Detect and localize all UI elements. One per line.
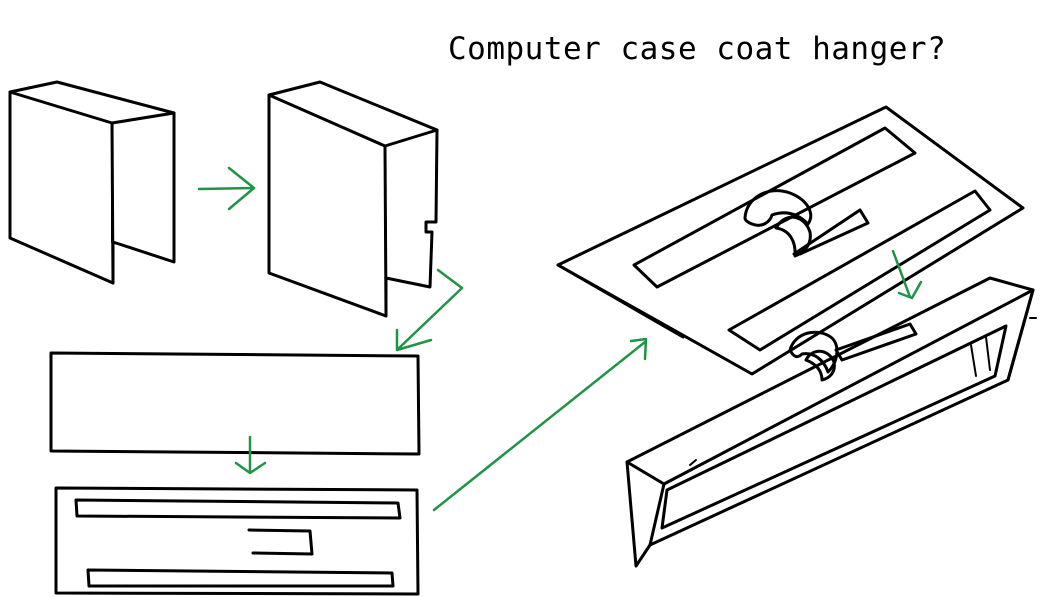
case-cut-sketch [267, 80, 439, 318]
arrow-up-right-icon [432, 337, 648, 512]
process-arrows [197, 166, 923, 512]
hanger-mounted-frame [625, 276, 1037, 568]
arrow-down-right-icon [891, 249, 923, 300]
arrow-right-icon [197, 166, 256, 211]
flat-panel-sketch [49, 351, 421, 456]
case-open-sketch [8, 80, 176, 285]
page-title: Computer case coat hanger? [448, 31, 947, 67]
slotted-panel-sketch [54, 486, 420, 596]
arrow-down-icon [234, 435, 267, 475]
hanger-panel-perspective [556, 105, 1025, 376]
arrow-down-left-icon [395, 268, 464, 352]
